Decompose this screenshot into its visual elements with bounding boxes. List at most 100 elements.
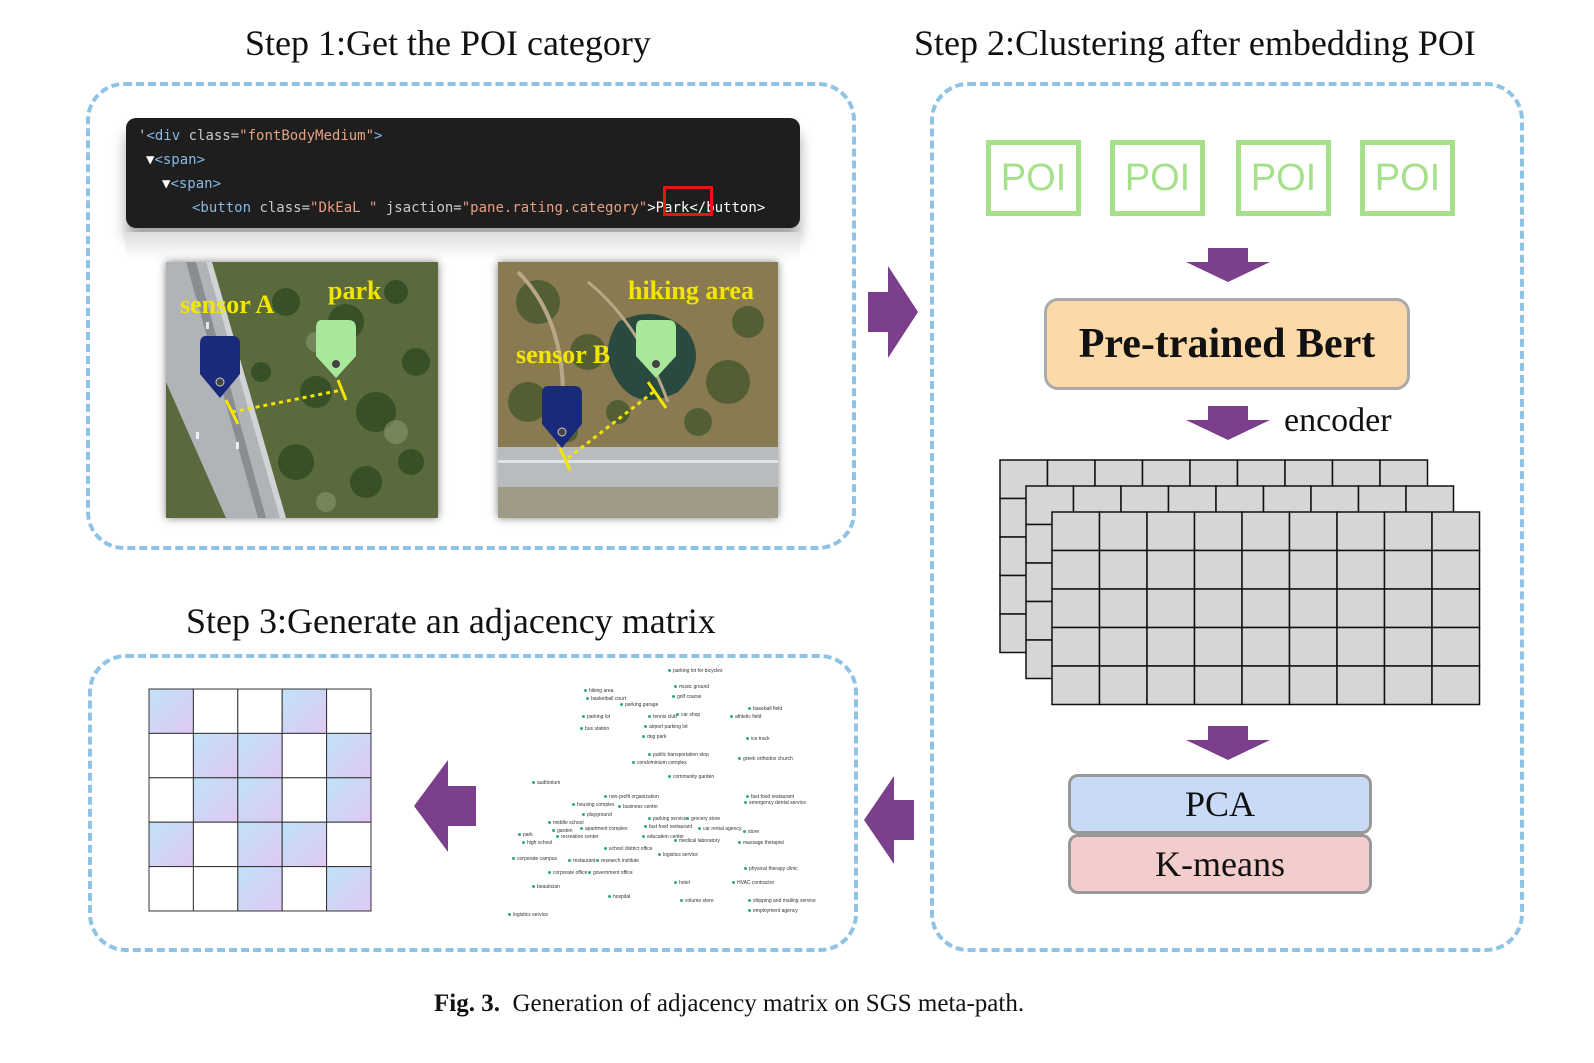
scatter-point: logistics service [508,912,548,918]
satellite-map-b: sensor B hiking area [498,262,778,518]
embedding-cell [1241,588,1291,629]
scatter-point: auditorium [532,780,560,786]
pca-box: PCA [1068,774,1372,834]
adjacency-cell [237,688,283,734]
step3-title: Step 3:Generate an adjacency matrix [186,601,716,641]
embedding-cell [1098,665,1148,706]
scatter-point: car rental agency [698,826,741,832]
adjacency-cell [281,688,328,734]
embedding-cell [1098,588,1148,629]
adjacency-cell [326,866,372,912]
poi-box-3: POI [1236,140,1331,216]
sensor-a-label: sensor A [180,290,275,319]
embedding-cell [1051,588,1101,629]
embedding-cell [1241,511,1291,552]
scatter-point: logistics service [658,852,698,858]
kmeans-box: K-means [1068,834,1372,894]
scatter-point: middle school [548,820,584,826]
arrow-left-icon-1 [864,776,914,864]
embedding-cell [1383,511,1433,552]
embedding-cell [1146,665,1196,706]
scatter-point: dog park [642,734,666,740]
adjacency-cell [326,777,372,823]
scatter-point: restaurant [568,858,596,864]
scatter-point: housing complex [572,802,615,808]
step3-frame [88,654,858,952]
embedding-cell [1383,588,1433,629]
arrow-down-icon-2 [1186,406,1270,440]
embedding-cell [1288,626,1338,667]
arrow-left-icon-2 [414,760,476,852]
scatter-point: ice track [746,736,770,742]
embedding-cell [999,459,1049,500]
adjacency-cell [148,688,194,734]
step2-frame [930,82,1524,952]
scatter-point: airport parking lot [644,724,688,730]
step1-title: Step 1:Get the POI category [245,23,651,63]
adjacency-cell [237,821,283,868]
scatter-point: emergency dental service [744,800,806,806]
code-line-4: <button class="DkEaL " jsaction="pane.ra… [192,200,766,216]
embedding-cell [1431,588,1481,629]
scatter-point: beautician [532,884,560,890]
scatter-point: shipping and mailing service [748,898,816,904]
code-line-1: '<div class="fontBodyMedium"> [138,128,383,144]
adjacency-cell [281,821,328,868]
scatter-point: community garden [668,774,714,780]
scatter-point: government office [588,870,633,876]
embedding-cell [1098,626,1148,667]
adjacency-cell [192,866,239,912]
scatter-point: fast food restaurant [746,794,794,800]
scatter-point: recreation center [556,834,599,840]
embedding-cell [1383,549,1433,590]
embedding-cell [1098,549,1148,590]
adjacency-cell [148,777,194,823]
embedding-cell [1051,511,1101,552]
embedding-cell [1336,511,1386,552]
scatter-point: school district office [604,846,653,852]
scatter-point: volume store [680,898,714,904]
step2-title: Step 2:Clustering after embedding POI [914,23,1476,63]
adjacency-cell [326,821,372,868]
embedding-cell [1193,665,1243,706]
scatter-point: parking lot [582,714,610,720]
code-line-3: ▼<span> [162,176,222,192]
highlight-box [663,186,713,216]
scatter-point: tennis club [648,714,677,720]
embedding-cell [1241,665,1291,706]
embedding-cell [1241,549,1291,590]
adjacency-cell [192,732,239,779]
embedding-cell [1146,511,1196,552]
scatter-point: hospital [608,894,630,900]
arrow-right-icon [868,266,918,358]
embedding-cell [1288,549,1338,590]
adjacency-cell [281,732,328,779]
scatter-point: apartment complex [580,826,628,832]
embedding-cell [1336,588,1386,629]
adjacency-cell [148,821,194,868]
adjacency-cell [192,777,239,823]
scatter-point: massage therapist [738,840,784,846]
scatter-point: baseball field [748,706,782,712]
poi-box-1: POI [986,140,1081,216]
caption-label: Fig. 3. [434,990,500,1017]
scatter-point: public transportation stop [648,752,709,758]
embedding-cell [1288,665,1338,706]
scatter-point: athletic field [730,714,761,720]
park-label: park [328,276,382,305]
caption-text: Generation of adjacency matrix on SGS me… [512,990,1025,1017]
code-reflection [126,232,800,260]
scatter-point: greek orthodox church [738,756,793,762]
html-code-snippet: '<div class="fontBodyMedium"> ▼<span> ▼<… [126,118,800,228]
arrow-down-icon-1 [1186,248,1270,282]
encoder-label: encoder [1284,402,1392,439]
scatter-point: playground [582,812,612,818]
adjacency-cell [326,732,372,779]
hiking-area-label: hiking area [628,276,754,305]
adjacency-matrix [148,688,372,912]
poi-box-4: POI [1360,140,1455,216]
scatter-point: basketball court [586,696,626,702]
scatter-point: parking lot for bicycles [668,668,722,674]
scatter-point: music ground [674,684,709,690]
poi-pin-park [316,320,356,378]
